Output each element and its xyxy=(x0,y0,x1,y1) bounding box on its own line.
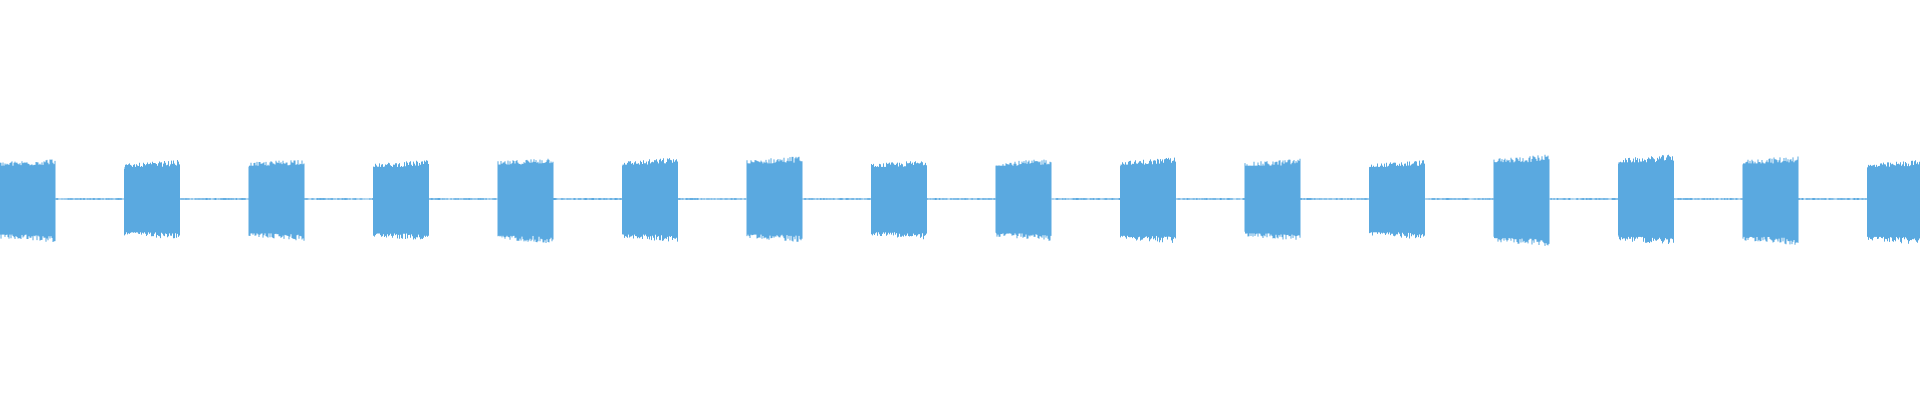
burst-spikes xyxy=(1244,158,1301,240)
waveform-burst xyxy=(1867,160,1920,244)
burst-spikes xyxy=(0,159,56,242)
waveform-burst xyxy=(373,160,429,240)
waveform-burst xyxy=(497,158,554,243)
burst-spikes xyxy=(1742,156,1799,245)
burst-spikes xyxy=(622,158,678,242)
burst-spikes xyxy=(124,160,180,239)
burst-spikes xyxy=(871,161,927,240)
waveform-burst xyxy=(1742,156,1799,245)
waveform-burst xyxy=(995,159,1052,241)
waveform-burst xyxy=(1369,160,1425,239)
waveform-burst xyxy=(0,159,56,242)
burst-spikes xyxy=(248,160,305,241)
waveform-bursts xyxy=(0,154,1920,246)
waveform-burst xyxy=(1493,154,1550,246)
burst-spikes xyxy=(1120,157,1176,243)
waveform-burst xyxy=(622,158,678,242)
waveform-burst xyxy=(871,161,927,240)
burst-spikes xyxy=(373,160,429,240)
burst-spikes xyxy=(497,158,554,243)
burst-spikes xyxy=(1369,160,1425,239)
burst-spikes xyxy=(746,156,803,242)
burst-spikes xyxy=(1867,160,1920,244)
waveform-burst xyxy=(248,160,305,241)
burst-spikes xyxy=(995,159,1052,241)
waveform-burst xyxy=(746,156,803,242)
burst-spikes xyxy=(1618,154,1674,244)
burst-spikes xyxy=(1493,154,1550,246)
waveform-burst xyxy=(1244,158,1301,240)
waveform-burst xyxy=(1618,154,1674,244)
waveform-burst xyxy=(124,160,180,239)
waveform-burst xyxy=(1120,157,1176,243)
